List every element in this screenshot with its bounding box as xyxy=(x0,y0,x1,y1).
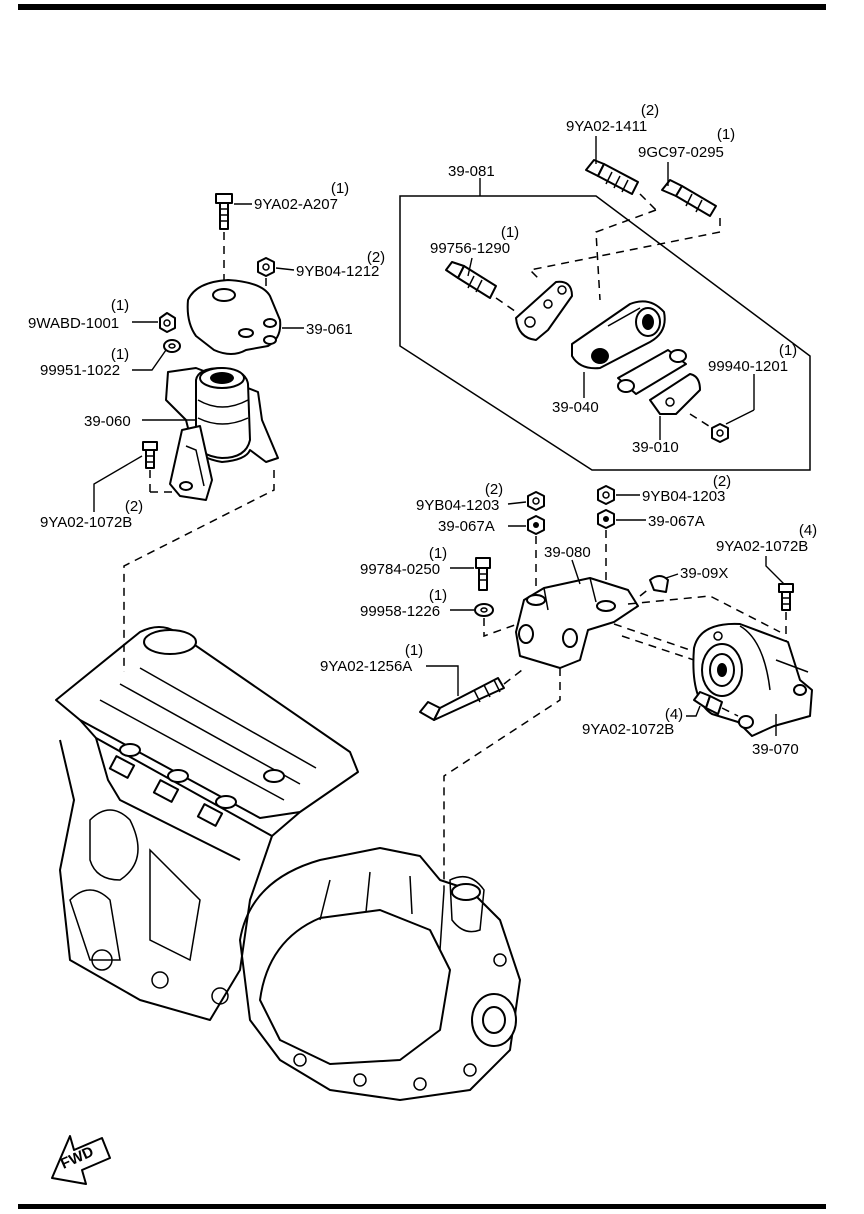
part-number: 9GC97-0295 xyxy=(638,144,724,161)
nut-99940-icon xyxy=(711,423,729,443)
part-number: 39-060 xyxy=(84,413,131,430)
part-qty: (1) xyxy=(717,126,735,143)
part-qty: (2) xyxy=(641,102,659,119)
part-qty: (4) xyxy=(799,522,817,539)
part-number: 9YA02-1256A xyxy=(320,658,412,675)
part-qty: (1) xyxy=(429,545,447,562)
fwd-arrow-icon: FWD xyxy=(51,1135,111,1185)
bolt-0295-icon xyxy=(661,179,717,217)
top-border-rule xyxy=(18,4,826,10)
part-number: 9YB04-1203 xyxy=(416,497,499,514)
part-number: 39-09X xyxy=(680,565,728,582)
part-number: 9YA02-1072B xyxy=(716,538,808,555)
mount-bracket-arm xyxy=(169,425,213,501)
bottom-border-rule xyxy=(18,1204,826,1209)
nut-wabd-icon xyxy=(159,312,176,333)
part-qty: (4) xyxy=(665,706,683,723)
part-number: 9WABD-1001 xyxy=(28,315,119,332)
bolt-99784-icon xyxy=(475,557,491,591)
part-qty: (2) xyxy=(485,481,503,498)
labels-layer: (1) 9YA02-A207 (2) 9YB04-1212 39-061 (1)… xyxy=(28,102,817,758)
long-bolt-1256a-icon xyxy=(419,677,505,721)
clip-39-09x-icon xyxy=(649,575,669,593)
bolt-1072b-left-icon xyxy=(142,441,158,469)
part-number: 99940-1201 xyxy=(708,358,788,375)
part-number: 9YA02-1072B xyxy=(582,721,674,738)
nut-1203-left-icon xyxy=(527,491,545,511)
bolt-1411-icon xyxy=(585,159,639,195)
part-number: 9YA02-1072B xyxy=(40,514,132,531)
part-number: 99756-1290 xyxy=(430,240,510,257)
part-qty: (1) xyxy=(111,346,129,363)
part-qty: (1) xyxy=(111,297,129,314)
torque-rod-bracket-plate xyxy=(515,280,573,341)
torque-rod-kit-box xyxy=(399,159,811,471)
transaxle-mount-assembly xyxy=(419,485,813,890)
upper-mount-bracket-39-061 xyxy=(186,279,282,355)
transaxle-bracket-39-080 xyxy=(515,577,639,669)
engine-transaxle-illustration xyxy=(55,626,521,1101)
part-qty: (1) xyxy=(405,642,423,659)
part-number: 39-080 xyxy=(544,544,591,561)
bushing-tube-39-010 xyxy=(617,349,701,415)
part-number: 99958-1226 xyxy=(360,603,440,620)
part-qty: (2) xyxy=(367,249,385,266)
part-qty: (2) xyxy=(713,473,731,490)
nut-1212-icon xyxy=(257,257,275,277)
washer-99951-icon xyxy=(163,339,181,353)
bolt-99756-icon xyxy=(445,261,497,299)
part-number: 9YB04-1203 xyxy=(642,488,725,505)
washer-067a-left-icon xyxy=(527,515,545,535)
part-qty: (1) xyxy=(429,587,447,604)
part-number: 39-010 xyxy=(632,439,679,456)
part-number: 99784-0250 xyxy=(360,561,440,578)
part-qty: (1) xyxy=(331,180,349,197)
part-number: 39-040 xyxy=(552,399,599,416)
part-number: 39-070 xyxy=(752,741,799,758)
part-number: 9YB04-1212 xyxy=(296,263,379,280)
bolt-1072b-top-right-icon xyxy=(778,583,794,611)
part-number: 39-061 xyxy=(306,321,353,338)
bolt-a207-icon xyxy=(215,193,233,230)
part-number: 39-081 xyxy=(448,163,495,180)
engine-mount-left-assembly xyxy=(123,193,282,672)
part-qty: (2) xyxy=(125,498,143,515)
washer-99958-icon xyxy=(474,603,494,617)
bolt-1072b-bottom-icon xyxy=(693,691,723,715)
part-number: 99951-1022 xyxy=(40,362,120,379)
nut-1203-right-icon xyxy=(597,485,615,505)
part-qty: (1) xyxy=(501,224,519,241)
part-number: 9YA02-1411 xyxy=(566,118,647,135)
part-qty: (1) xyxy=(779,342,797,359)
part-number: 39-067A xyxy=(438,518,495,535)
part-number: 39-067A xyxy=(648,513,705,530)
part-number: 9YA02-A207 xyxy=(254,196,338,213)
washer-067a-right-icon xyxy=(597,509,615,529)
